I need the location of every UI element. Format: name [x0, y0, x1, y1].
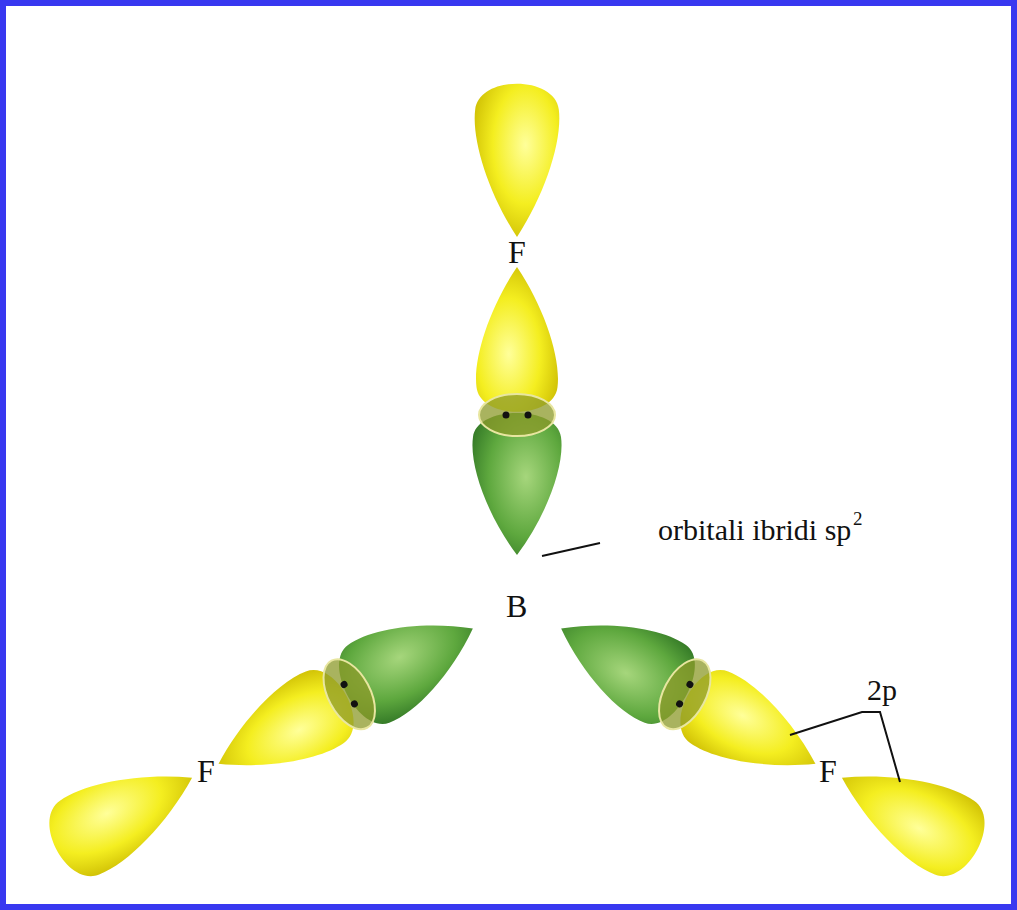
f-b-bond-top	[472, 84, 561, 555]
f-b-bond-left	[36, 589, 494, 889]
atom-label: F	[508, 236, 526, 268]
atom-label: B	[506, 590, 527, 622]
leader-line	[542, 543, 600, 556]
bracket-line	[790, 712, 900, 782]
f-b-bond-right	[540, 589, 998, 889]
superscript: 2	[853, 509, 863, 528]
atom-label: F	[819, 755, 837, 787]
orbital-label: 2p	[867, 675, 897, 705]
atom-label: F	[197, 755, 215, 787]
orbital-label: orbitali ibridi sp	[658, 515, 851, 545]
